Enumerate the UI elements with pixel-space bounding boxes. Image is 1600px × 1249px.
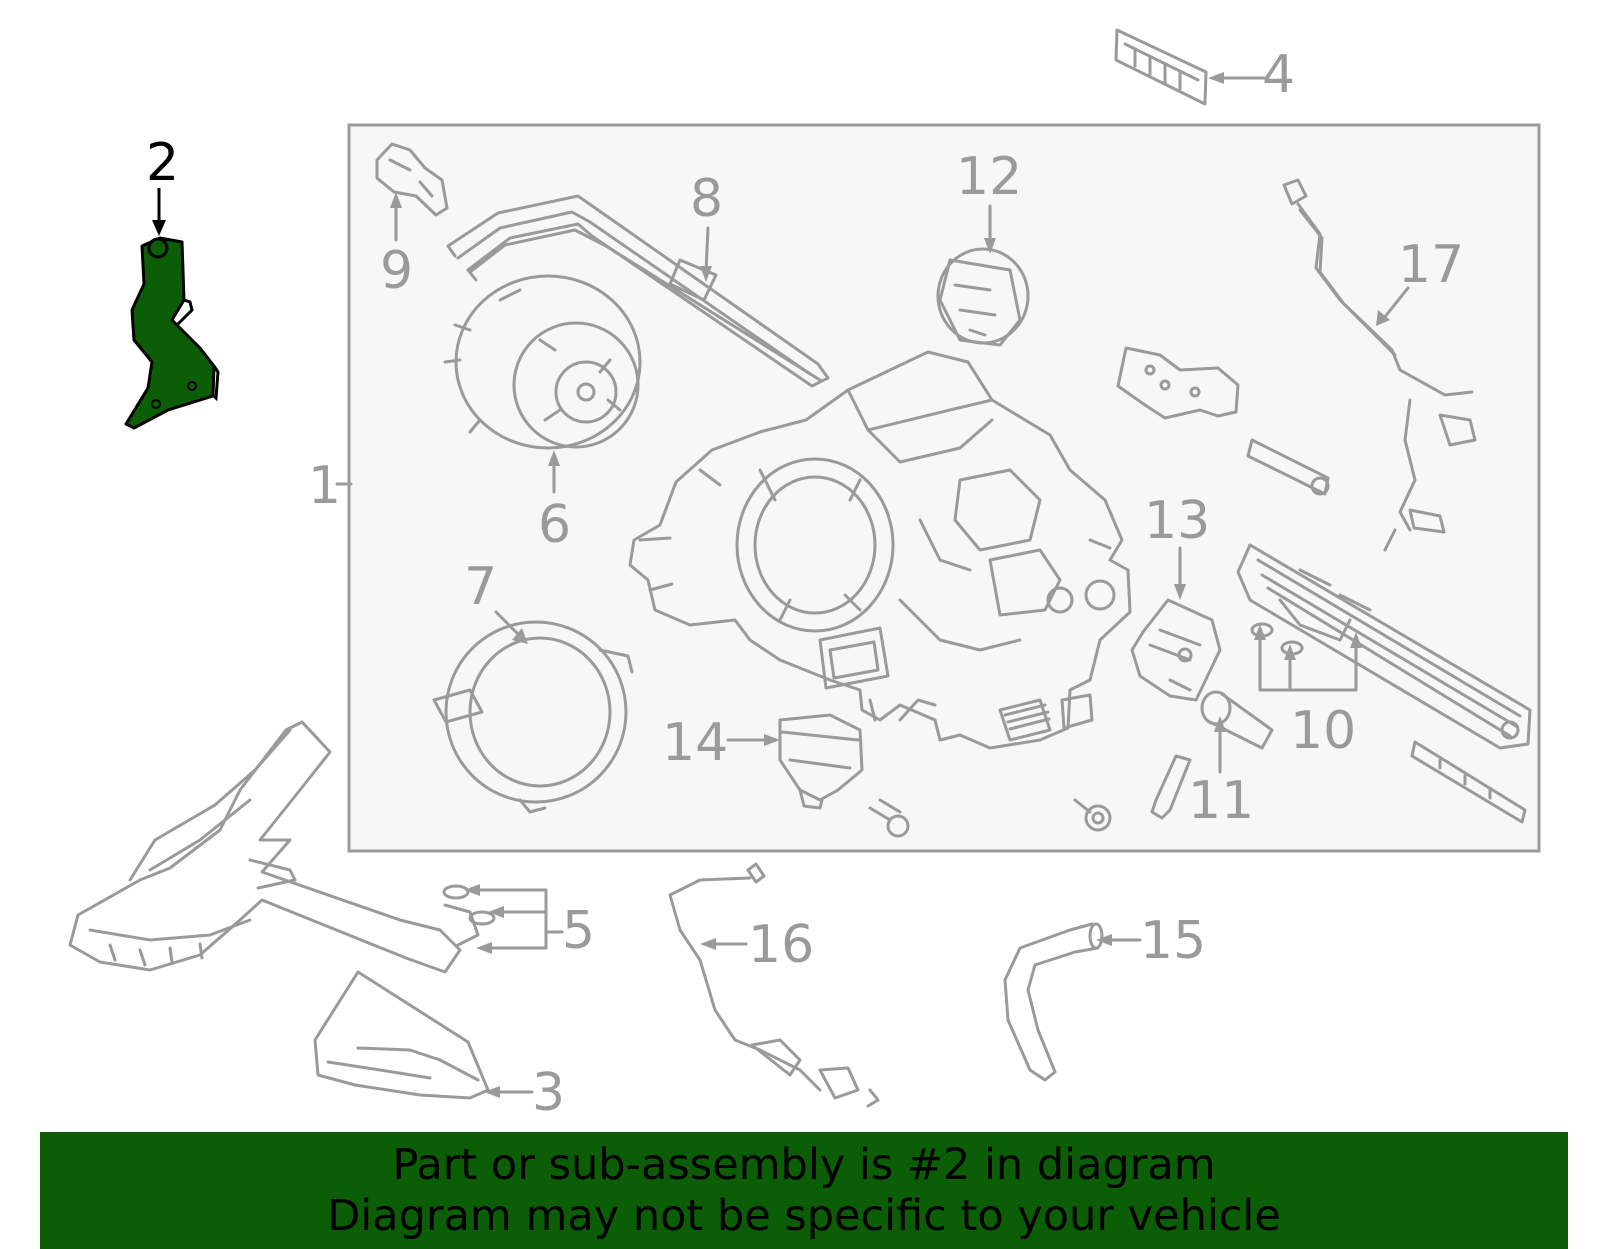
callout-13: 13 (1144, 491, 1210, 551)
callout-7: 7 (464, 557, 497, 617)
arrowheads (390, 72, 1390, 1098)
part-7-shroud (432, 620, 634, 814)
screw-parts (868, 798, 1112, 838)
part-1-hvac-case (628, 350, 1132, 750)
part-9-sensor (375, 142, 449, 217)
part-6-blower (443, 274, 642, 450)
part-4-strip (1114, 28, 1208, 106)
part-14-resistor (778, 713, 864, 810)
callout-8: 8 (690, 169, 723, 229)
callout-17: 17 (1398, 235, 1464, 295)
callout-3: 3 (532, 1063, 565, 1123)
callout-15: 15 (1140, 911, 1206, 971)
callout-12: 12 (956, 147, 1022, 207)
callout-11: 11 (1188, 771, 1254, 831)
part-13-actuator (1130, 598, 1222, 702)
part-15-hose (1003, 922, 1104, 1082)
assembly-box (347, 123, 1541, 853)
callout-2: 2 (146, 133, 179, 193)
banner-line-1: Part or sub-assembly is #2 in diagram (392, 1139, 1216, 1190)
info-banner: Part or sub-assembly is #2 in diagram Di… (40, 1132, 1568, 1249)
callout-1: 1 (308, 456, 341, 516)
part-5-orings (442, 884, 496, 926)
part-3-duct (313, 970, 490, 1100)
part-16-harness (668, 862, 880, 1108)
part-11-valve (1150, 690, 1274, 820)
part-10-evaporator (1236, 543, 1532, 750)
duct-assembly (68, 720, 480, 974)
callout-6: 6 (538, 495, 571, 555)
callout-16: 16 (748, 915, 814, 975)
clip-part (1246, 438, 1330, 496)
leader-lines (335, 76, 1410, 1094)
banner-line-2: Diagram may not be specific to your vehi… (327, 1190, 1281, 1241)
callout-9: 9 (380, 241, 413, 301)
callout-10: 10 (1290, 701, 1356, 761)
callout-5: 5 (562, 901, 595, 961)
part-12-actuator (936, 247, 1030, 347)
bracket-plate (1116, 346, 1240, 420)
callout-labels: 1 2 3 4 5 6 7 8 9 10 11 12 13 14 15 16 1… (146, 45, 1464, 1123)
part-2-bracket-highlighted[interactable] (124, 188, 220, 430)
trim-strip-lower (1410, 740, 1527, 824)
part-17-harness (1282, 178, 1477, 552)
callout-4: 4 (1262, 45, 1295, 105)
callout-14: 14 (662, 713, 728, 773)
